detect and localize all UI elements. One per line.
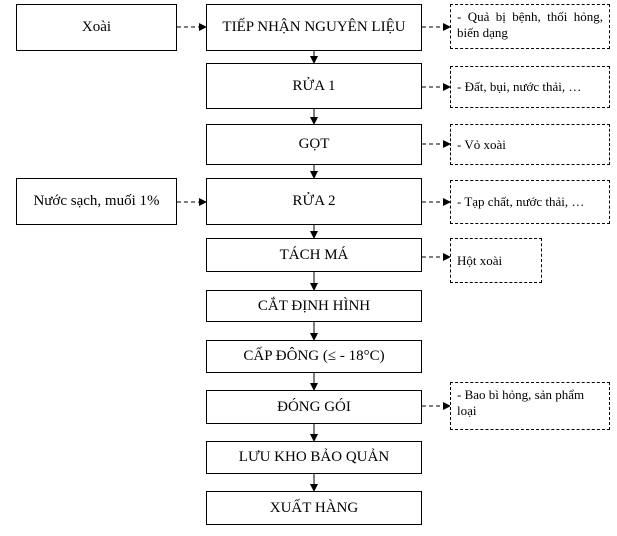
step-label: ĐÓNG GÓI <box>277 398 351 415</box>
input-wash-water-label: Nước sạch, muối 1% <box>33 193 160 209</box>
output-peel: - Vỏ xoài <box>450 124 610 165</box>
step-label: CẤP ĐÔNG (≤ - 18°C) <box>243 348 385 364</box>
input-mango-label: Xoài <box>81 19 112 35</box>
step-cut: CẮT ĐỊNH HÌNH <box>206 290 422 322</box>
output-label: - Tạp chất, nước thải, … <box>457 194 585 209</box>
input-mango: Xoài <box>16 4 177 51</box>
output-pack: - Bao bì hỏng, sản phẩm loại <box>450 382 610 430</box>
output-label: - Đất, bụi, nước thải, … <box>457 79 582 94</box>
output-label: Hột xoài <box>457 252 503 268</box>
output-receiving: - Quả bị bệnh, thối hỏng, biến dạng <box>450 4 610 49</box>
step-label: XUẤT HÀNG <box>269 499 359 516</box>
step-label: RỬA 1 <box>292 77 336 94</box>
step-pack: ĐÓNG GÓI <box>206 390 422 424</box>
input-wash-water: Nước sạch, muối 1% <box>16 178 177 225</box>
step-wash-2: RỬA 2 <box>206 178 422 225</box>
step-dispatch: XUẤT HÀNG <box>206 491 422 525</box>
step-label: TIẾP NHẬN NGUYÊN LIỆU <box>222 19 406 35</box>
output-split: Hột xoài <box>450 238 542 283</box>
step-storage: LƯU KHO BẢO QUẢN <box>206 441 422 474</box>
step-split: TÁCH MÁ <box>206 238 422 272</box>
output-label: - Quả bị bệnh, thối hỏng, biến dạng <box>457 9 603 40</box>
output-wash-2: - Tạp chất, nước thải, … <box>450 180 610 224</box>
step-receiving: TIẾP NHẬN NGUYÊN LIỆU <box>206 4 422 51</box>
output-wash-1: - Đất, bụi, nước thải, … <box>450 66 610 108</box>
output-label: - Bao bì hỏng, sản phẩm loại <box>457 387 585 418</box>
step-label: GỌT <box>298 136 330 152</box>
step-freeze: CẤP ĐÔNG (≤ - 18°C) <box>206 340 422 373</box>
step-label: RỬA 2 <box>292 193 336 209</box>
step-label: LƯU KHO BẢO QUẢN <box>238 449 390 465</box>
step-label: CẮT ĐỊNH HÌNH <box>257 297 371 314</box>
step-peel: GỌT <box>206 124 422 165</box>
step-label: TÁCH MÁ <box>279 246 349 263</box>
output-label: - Vỏ xoài <box>457 136 506 152</box>
step-wash-1: RỬA 1 <box>206 63 422 109</box>
